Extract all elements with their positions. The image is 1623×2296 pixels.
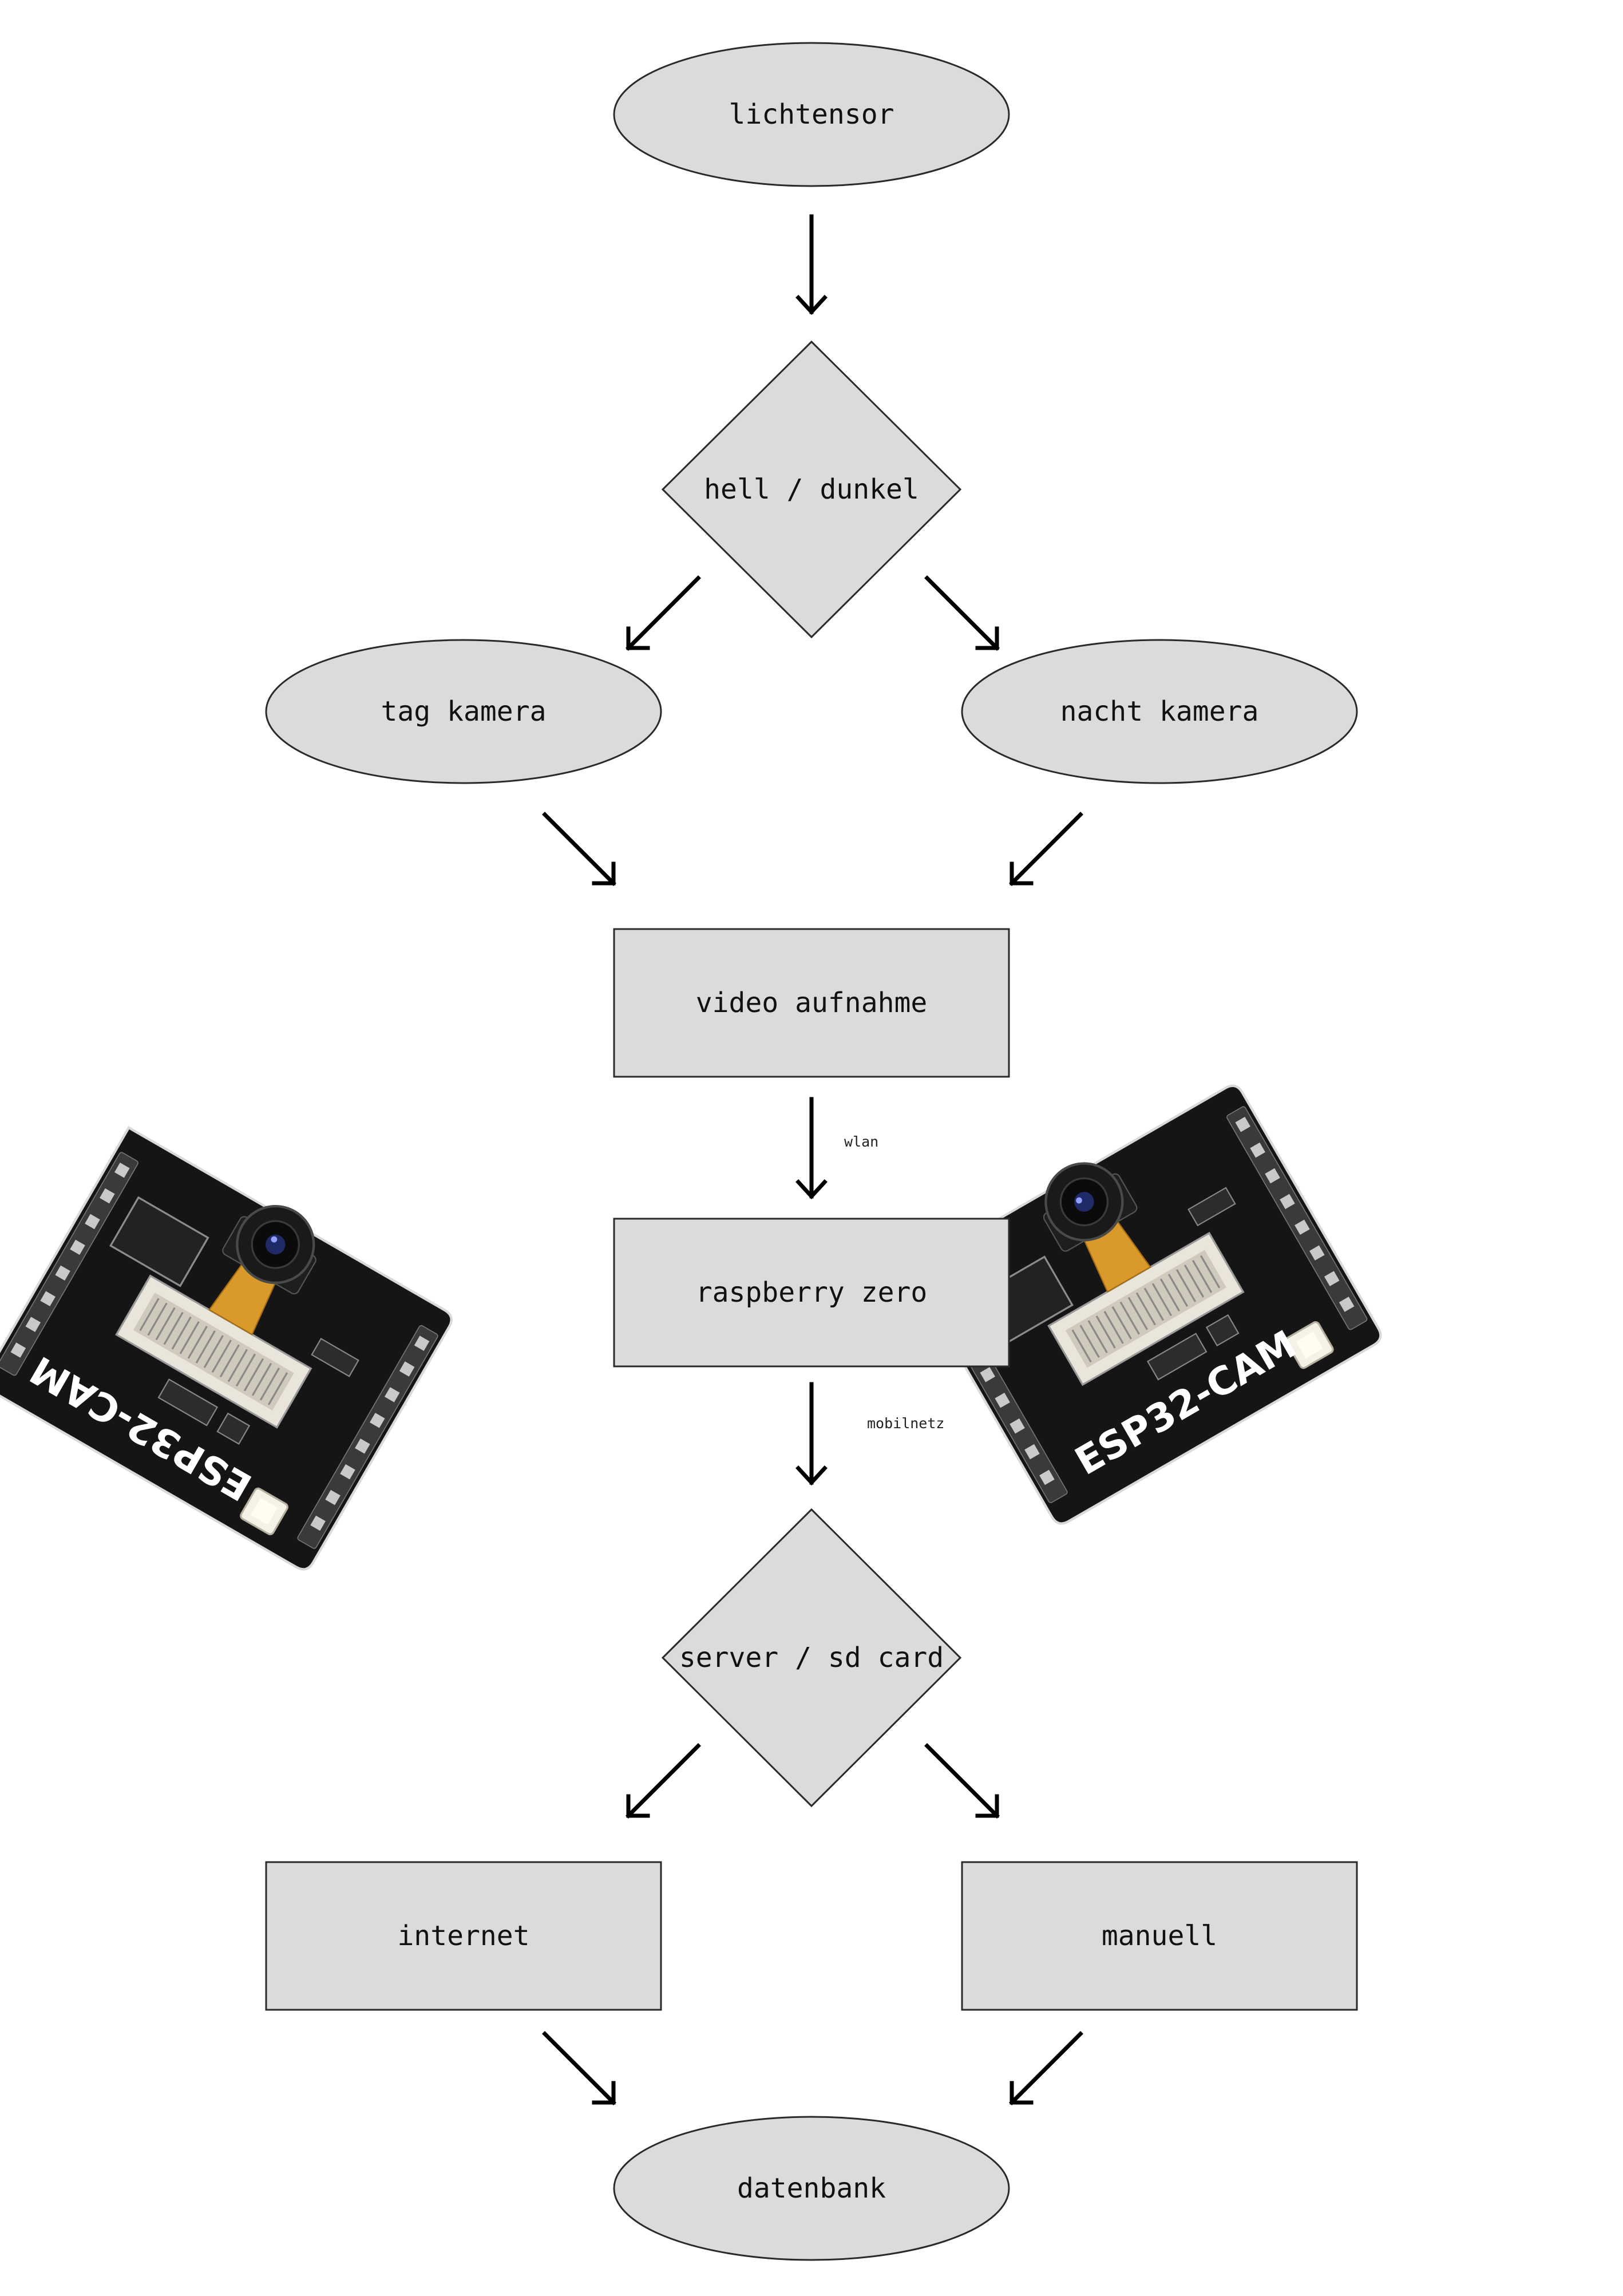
node-internet-label: internet bbox=[397, 1920, 529, 1952]
node-raspberry-zero: raspberry zero bbox=[613, 1218, 1010, 1368]
node-video-recording-label: video aufnahme bbox=[696, 987, 928, 1019]
node-day-camera: tag kamera bbox=[265, 639, 662, 784]
arrow-server-to-internet bbox=[626, 1743, 701, 1819]
arrow-video-to-raspberry bbox=[795, 1097, 828, 1200]
arrow-sensor-to-decision bbox=[795, 214, 828, 315]
arrow-night-to-video bbox=[1009, 812, 1083, 886]
node-night-camera: nacht kamera bbox=[961, 639, 1358, 784]
node-bright-dark-label: hell / dunkel bbox=[704, 473, 919, 505]
node-manual: manuell bbox=[961, 1861, 1358, 2011]
node-manual-label: manuell bbox=[1102, 1920, 1217, 1952]
node-internet: internet bbox=[265, 1861, 662, 2011]
node-bright-dark-decision: hell / dunkel bbox=[661, 340, 962, 639]
arrow-decision-to-night bbox=[924, 575, 1000, 651]
node-light-sensor: lichtensor bbox=[613, 42, 1010, 187]
arrow-internet-to-database bbox=[542, 2031, 616, 2105]
edge-label-mobilnetz: mobilnetz bbox=[867, 1415, 944, 1432]
arrow-raspberry-to-server bbox=[795, 1382, 828, 1486]
node-day-camera-label: tag kamera bbox=[381, 695, 547, 728]
node-server-sd-decision: server / sd card bbox=[661, 1508, 962, 1808]
arrows bbox=[542, 214, 1083, 2105]
arrow-manual-to-database bbox=[1009, 2031, 1083, 2105]
arrow-day-to-video bbox=[542, 812, 616, 886]
esp32-cam-board-left: ESP32-CAM bbox=[0, 1119, 461, 1573]
node-night-camera-label: nacht kamera bbox=[1060, 695, 1259, 728]
arrow-decision-to-day bbox=[626, 575, 701, 651]
node-raspberry-zero-label: raspberry zero bbox=[696, 1277, 928, 1309]
arrow-server-to-manual bbox=[924, 1743, 1000, 1819]
edge-label-wlan: wlan bbox=[844, 1133, 878, 1150]
node-light-sensor-label: lichtensor bbox=[729, 98, 894, 131]
node-database-label: datenbank bbox=[737, 2172, 886, 2204]
node-server-sd-label: server / sd card bbox=[679, 1642, 944, 1674]
node-database: datenbank bbox=[613, 2116, 1010, 2261]
node-video-recording: video aufnahme bbox=[613, 928, 1010, 1078]
